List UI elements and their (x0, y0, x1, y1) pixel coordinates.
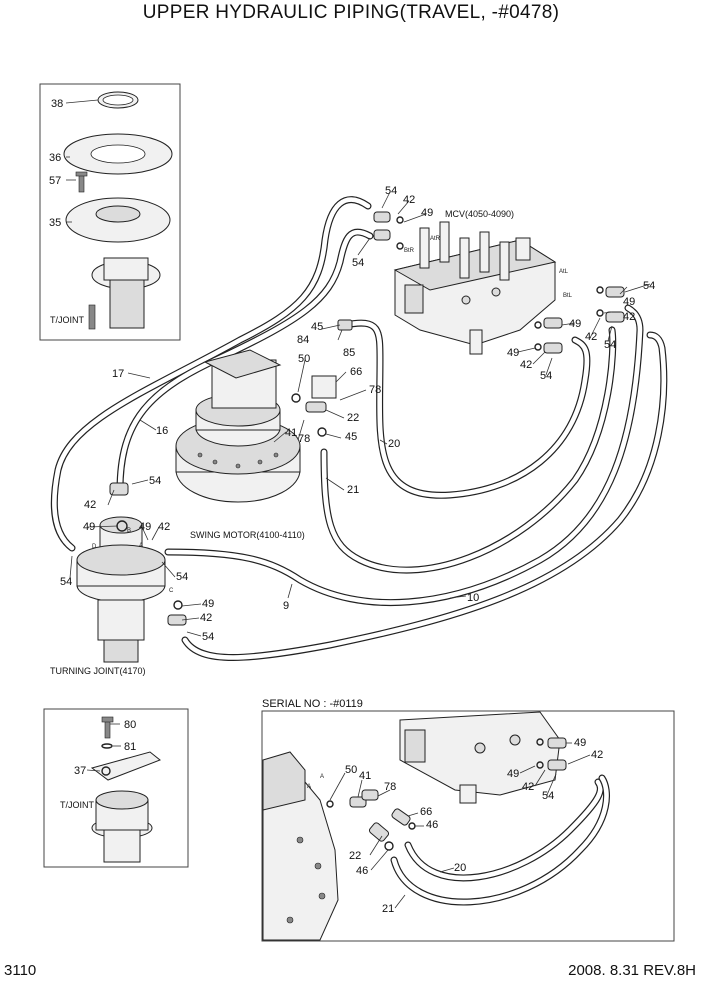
callout-42-b: 42 (585, 331, 597, 343)
hose-21-serial (390, 774, 610, 906)
callout-41-b: 41 (359, 770, 371, 782)
callout-54-h: 54 (540, 370, 552, 382)
callout-42-g: 42 (200, 612, 212, 624)
port-d1: D (92, 544, 97, 550)
callout-42-d: 42 (84, 499, 96, 511)
callout-20-b: 20 (454, 862, 466, 874)
revision-date: 2008. 8.31 REV.8H (568, 962, 696, 979)
port-c1: C (169, 588, 174, 594)
callout-50-a: 50 (298, 353, 310, 365)
callout-54-i: 54 (202, 631, 214, 643)
callout-45-b: 45 (345, 431, 357, 443)
callout-49-c: 49 (623, 296, 635, 308)
callout-45-a: 45 (311, 321, 323, 333)
callout-41-a: 41 (285, 427, 297, 439)
t-joint-label-top: T/JOINT (50, 315, 84, 325)
mcv-block-serial (399, 711, 561, 804)
swing-motor-label: SWING MOTOR(4100-4110) (190, 530, 305, 540)
page-title: UPPER HYDRAULIC PIPING(TRAVEL, -#0478) (142, 2, 560, 23)
callout-54-a: 54 (385, 185, 397, 197)
callout-49-b: 49 (569, 318, 581, 330)
inset-bottom-frame (43, 708, 189, 868)
callout-42-e: 42 (158, 521, 170, 533)
callout-49-h: 49 (574, 737, 586, 749)
callout-49-serial: 49 (507, 768, 519, 780)
main-callouts (69, 191, 651, 637)
callout-54-d: 54 (604, 339, 616, 351)
callout-35: 35 (49, 217, 61, 229)
callout-42-c: 42 (623, 311, 635, 323)
inset-serial-frame (261, 710, 675, 942)
callout-38: 38 (51, 98, 63, 110)
stopper-plate (90, 751, 161, 781)
callout-42-f: 42 (520, 359, 532, 371)
callout-49-d: 49 (83, 521, 95, 533)
serial-note: SERIAL NO : -#0119 (262, 698, 363, 710)
callout-42-a: 42 (403, 194, 415, 206)
callout-81: 81 (124, 741, 136, 753)
callout-80: 80 (124, 719, 136, 731)
callout-42-h: 42 (591, 749, 603, 761)
callout-78-b: 78 (298, 433, 310, 445)
callout-54-g: 54 (176, 571, 188, 583)
serial-callouts (329, 742, 591, 909)
port-atr: AtR (430, 236, 441, 242)
callout-66-b: 66 (420, 806, 432, 818)
callout-50-b: 50 (345, 764, 357, 776)
port-b1: B (127, 528, 131, 534)
port-btl: BtL (563, 293, 573, 299)
callout-54-serial: 54 (542, 790, 554, 802)
t-joint-label-bottom: T/JOINT (60, 800, 94, 810)
page-number: 3110 (4, 962, 37, 979)
callout-42-serial: 42 (522, 781, 534, 793)
callout-54-c: 54 (643, 280, 655, 292)
inset-top-frame (39, 83, 181, 341)
callout-17: 17 (112, 368, 124, 380)
port-atl: AtL (559, 269, 569, 275)
swing-motor-serial (262, 751, 339, 941)
port-a2: A (307, 784, 311, 790)
callout-10: 10 (467, 592, 479, 604)
callout-49-a: 49 (421, 207, 433, 219)
callout-49-g: 49 (202, 598, 214, 610)
callout-9: 9 (283, 600, 289, 612)
port-a3: A (320, 774, 324, 780)
callout-78-a: 78 (369, 384, 381, 396)
callout-85: 85 (343, 347, 355, 359)
callout-21-b: 21 (382, 903, 394, 915)
turning-joint-label: TURNING JOINT(4170) (50, 666, 146, 676)
callout-36: 36 (49, 152, 61, 164)
callout-84: 84 (297, 334, 309, 346)
mcv-block (393, 221, 557, 355)
callout-49-e: 49 (139, 521, 151, 533)
callout-46-a: 46 (426, 819, 438, 831)
callout-54-b: 54 (352, 257, 364, 269)
port-a1: A (139, 543, 143, 549)
callout-66-a: 66 (350, 366, 362, 378)
callout-37: 37 (74, 765, 86, 777)
callout-78-c: 78 (384, 781, 396, 793)
callout-22-a: 22 (347, 412, 359, 424)
callout-20-a: 20 (388, 438, 400, 450)
mcv-label: MCV(4050-4090) (445, 209, 514, 219)
callout-49-f: 49 (507, 347, 519, 359)
port-btr: BtR (404, 248, 415, 254)
turning-joint (76, 516, 166, 663)
callout-21-a: 21 (347, 484, 359, 496)
callout-46-b: 46 (356, 865, 368, 877)
callout-54-f: 54 (60, 576, 72, 588)
block-66 (311, 375, 337, 399)
callout-16: 16 (156, 425, 168, 437)
callout-22-b: 22 (349, 850, 361, 862)
callout-54-e: 54 (149, 475, 161, 487)
swing-motor (175, 349, 301, 503)
callout-57: 57 (49, 175, 61, 187)
